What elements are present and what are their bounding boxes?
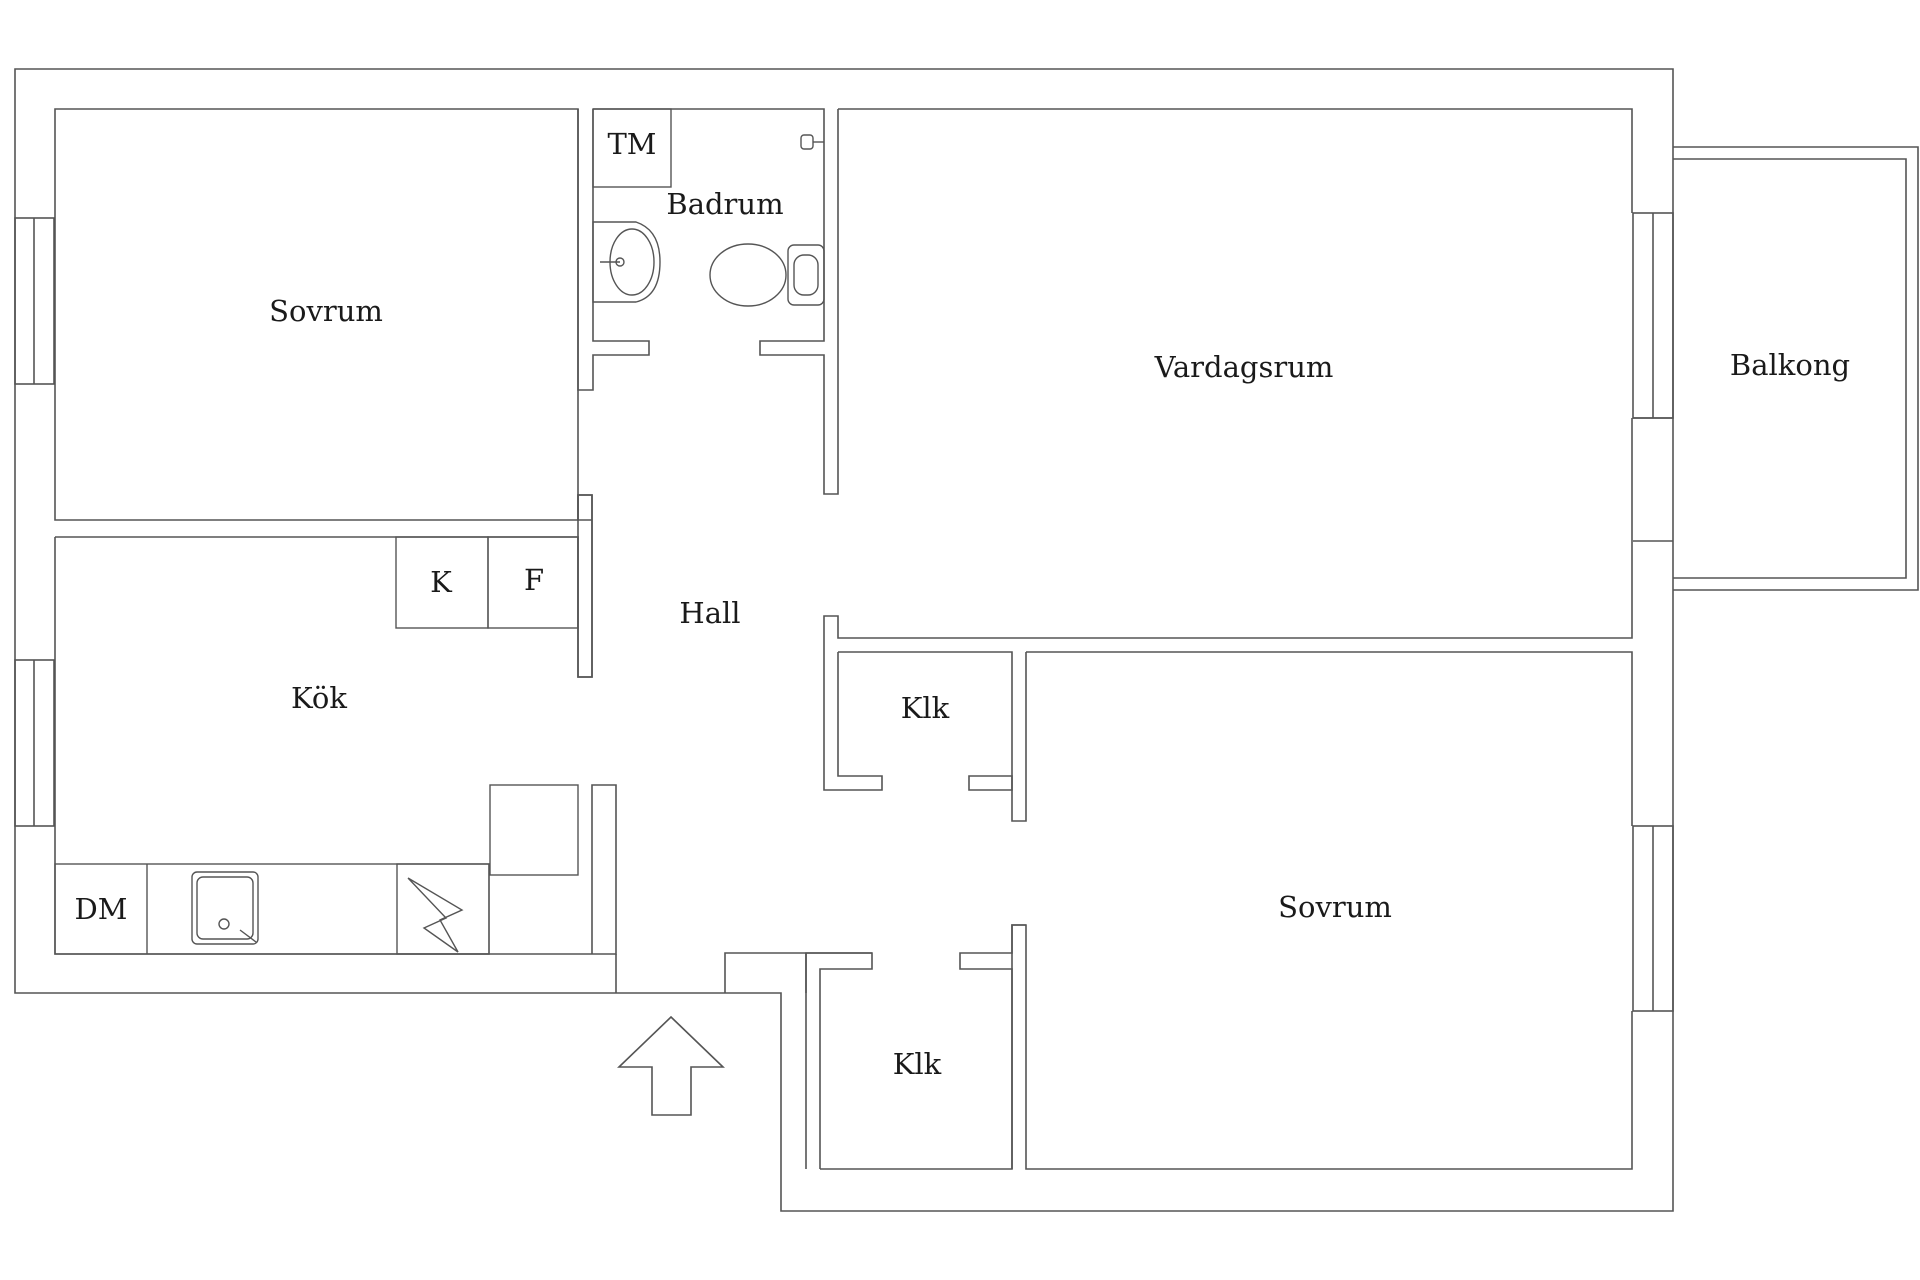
room-label-tm: TM <box>607 127 656 161</box>
vardagsrum-outline <box>823 108 1633 652</box>
klk-upper-outline <box>823 651 1027 822</box>
windows <box>14 212 1674 1012</box>
klk-lower-outline <box>820 924 1026 1170</box>
toilet-icon <box>709 243 825 307</box>
tm-cabinet <box>592 108 672 188</box>
kok-outline <box>55 494 593 678</box>
room-label-hall: Hall <box>679 596 740 630</box>
counter-top <box>489 784 579 876</box>
room-label-k: K <box>430 565 453 599</box>
entrance-arrow-icon <box>617 1015 725 1116</box>
room-outlines <box>54 108 1673 1170</box>
outer-wall-outline <box>14 68 1674 1212</box>
washbasin-icon <box>592 221 661 303</box>
room-label-dm: DM <box>75 892 128 926</box>
room-label-balkong: Balkong <box>1730 348 1850 382</box>
room-label-sovrum-bottom-right: Sovrum <box>1278 890 1392 924</box>
room-label-badrum: Badrum <box>666 187 783 221</box>
room-label-f: F <box>524 563 544 597</box>
sovrum-bottom-right-outline <box>1011 651 1633 1170</box>
bathroom-fixtures <box>592 108 825 307</box>
sink-icon <box>191 871 259 945</box>
f-cabinet <box>487 536 579 629</box>
room-label-vardagsrum: Vardagsrum <box>1154 350 1334 384</box>
stove-icon <box>396 863 490 955</box>
balcony <box>1673 146 1919 591</box>
room-label-klk-upper: Klk <box>901 691 950 725</box>
room-label-sovrum-top-left: Sovrum <box>269 294 383 328</box>
badrum-outline <box>593 108 839 495</box>
tap-icon <box>800 134 824 150</box>
room-label-klk-lower: Klk <box>893 1047 942 1081</box>
kitchen-fixtures <box>54 536 579 955</box>
room-label-kok: Kök <box>291 681 347 715</box>
